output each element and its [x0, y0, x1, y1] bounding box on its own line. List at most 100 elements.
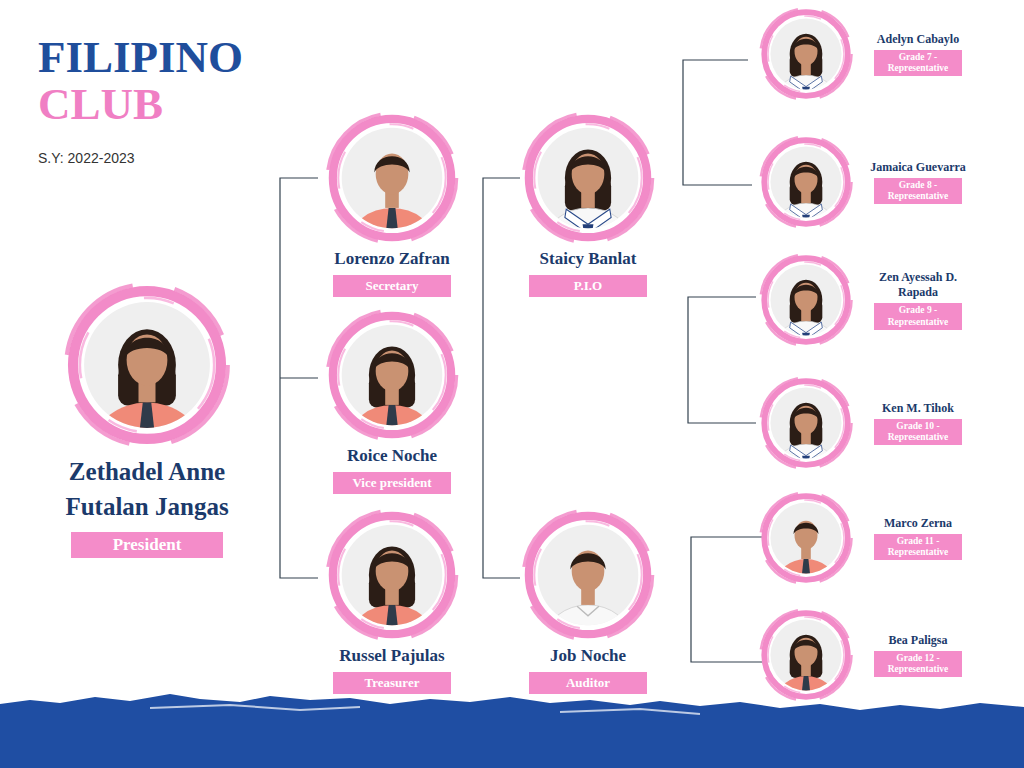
- portrait-ring: [758, 134, 854, 230]
- portrait-ring: [758, 252, 854, 348]
- member-name: Adelyn Cabaylo: [877, 32, 959, 47]
- face: [794, 638, 817, 667]
- ring: [764, 613, 848, 697]
- member-text: Ken M. TihokGrade 10 - Representative: [862, 401, 974, 446]
- ring-inner: [768, 144, 844, 220]
- club-title: FILIPINO: [38, 34, 243, 81]
- role-badge: P.I.O: [529, 275, 647, 297]
- ring-brush: [760, 377, 851, 468]
- bracket: [280, 178, 318, 578]
- portrait: [324, 307, 460, 443]
- member-name: Marco Zerna: [884, 516, 952, 531]
- ring-brush: [523, 510, 652, 639]
- portrait-ring: [758, 490, 854, 586]
- ring: [764, 12, 848, 96]
- portrait-ring: [520, 507, 656, 643]
- ring-brush: [760, 609, 851, 700]
- member-name: Jamaica Guevarra: [870, 160, 966, 175]
- member-card: Marco ZernaGrade 11 - Representative: [758, 490, 974, 586]
- ring-brush: [327, 310, 456, 439]
- hair-top: [374, 353, 409, 369]
- member-card: Job NocheAuditor: [496, 507, 680, 694]
- school-year: S.Y: 2022-2023: [38, 150, 135, 166]
- wave-streak: [150, 705, 700, 714]
- member-name: Zethadel Anne Futalan Jangas: [42, 454, 252, 524]
- club-title-second-line: CLUB: [38, 81, 163, 128]
- ring-brush: [327, 113, 456, 242]
- ring: [333, 316, 451, 434]
- ring-brush: [523, 113, 652, 242]
- portrait-ring: [758, 6, 854, 102]
- hair-top: [794, 39, 819, 51]
- role-badge: Grade 9 - Representative: [874, 303, 962, 330]
- ring-inner: [768, 385, 844, 461]
- hair-top: [794, 408, 819, 420]
- hair-top: [125, 338, 169, 358]
- member-name: Lorenzo Zafran: [334, 248, 449, 270]
- portrait: [62, 280, 232, 450]
- member-card: Staicy BanlatP.I.O: [496, 110, 680, 297]
- bottom-wave: [0, 688, 1024, 768]
- portrait-ring: [758, 607, 854, 703]
- photo-bg: [62, 280, 232, 450]
- hair-top: [794, 523, 819, 535]
- face: [794, 406, 817, 435]
- photo-bg: [324, 307, 460, 443]
- ring: [764, 496, 848, 580]
- photo-bg: [758, 134, 854, 230]
- role-badge: Auditor: [529, 672, 647, 694]
- ring-brush: [760, 136, 851, 227]
- wave-band: [0, 694, 1024, 768]
- member-text: Marco ZernaGrade 11 - Representative: [862, 516, 974, 561]
- photo-bg: [758, 490, 854, 586]
- face: [794, 165, 817, 194]
- member-name: Zen Ayessah D. Rapada: [862, 270, 974, 300]
- ring-inner: [534, 124, 641, 231]
- portrait: [758, 607, 854, 703]
- ring-brush: [760, 254, 851, 345]
- hair-top: [794, 640, 819, 652]
- face: [794, 37, 817, 66]
- member-name: Job Noche: [550, 645, 626, 667]
- photo-bg: [758, 6, 854, 102]
- face: [794, 521, 817, 550]
- ring-inner: [338, 321, 445, 428]
- member-name: Roice Noche: [347, 445, 437, 467]
- portrait: [758, 375, 854, 471]
- hair-top: [570, 553, 605, 569]
- portrait: [520, 507, 656, 643]
- portrait-ring: [758, 375, 854, 471]
- portrait-ring: [324, 307, 460, 443]
- role-badge: Grade 11 - Representative: [874, 534, 962, 561]
- member-name: Ken M. Tihok: [882, 401, 954, 416]
- hair-top: [794, 167, 819, 179]
- ring: [764, 140, 848, 224]
- member-text: Adelyn CabayloGrade 7 - Representative: [862, 32, 974, 77]
- bracket: [691, 537, 762, 662]
- portrait: [758, 134, 854, 230]
- ring: [333, 119, 451, 237]
- ring: [529, 516, 647, 634]
- member-name: Russel Pajulas: [339, 645, 444, 667]
- photo-bg: [324, 110, 460, 246]
- ring-brush: [66, 284, 228, 446]
- portrait-ring: [62, 280, 232, 450]
- hair-top: [374, 156, 409, 172]
- ring: [333, 516, 451, 634]
- role-badge: Vice president: [333, 472, 451, 494]
- member-name: Bea Paligsa: [889, 633, 948, 648]
- role-badge: Treasurer: [333, 672, 451, 694]
- portrait: [520, 110, 656, 246]
- member-card: Bea PaligsaGrade 12 - Representative: [758, 607, 974, 703]
- portrait-ring: [324, 110, 460, 246]
- ring-inner: [338, 124, 445, 231]
- portrait: [324, 110, 460, 246]
- ring-inner: [80, 298, 214, 432]
- ring: [764, 258, 848, 342]
- photo-bg: [758, 252, 854, 348]
- portrait-ring: [520, 110, 656, 246]
- member-text: Zen Ayessah D. RapadaGrade 9 - Represent…: [862, 270, 974, 330]
- role-badge: Grade 10 - Representative: [874, 419, 962, 446]
- portrait: [758, 6, 854, 102]
- member-name: Staicy Banlat: [540, 248, 637, 270]
